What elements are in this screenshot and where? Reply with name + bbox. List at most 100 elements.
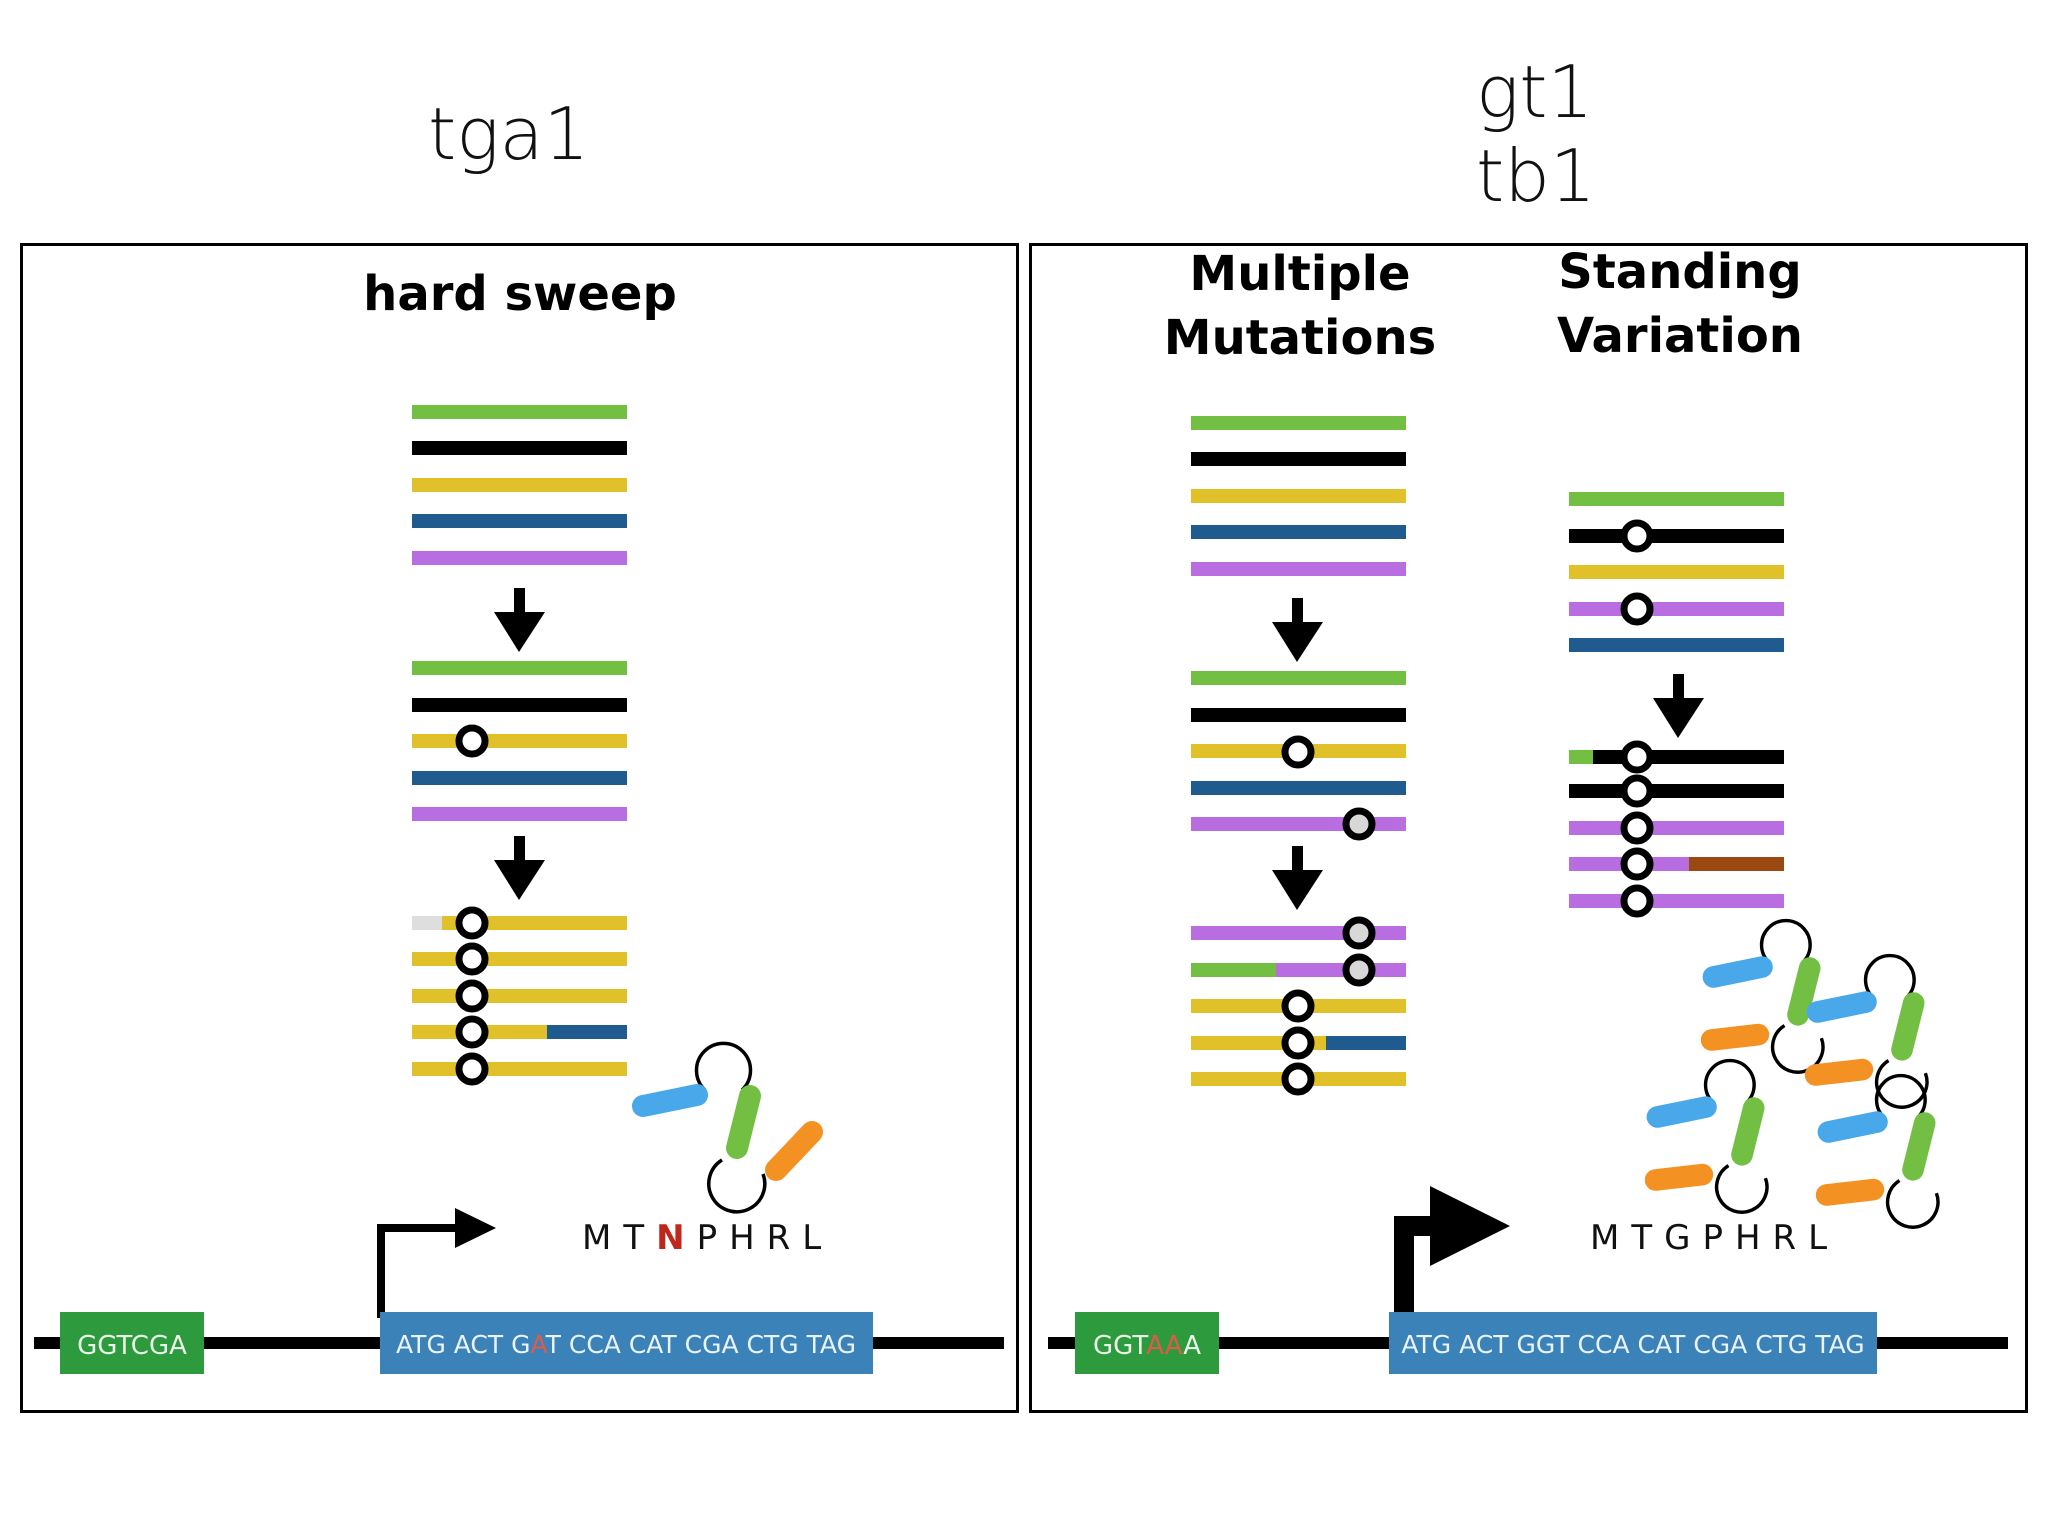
haplotype-yellow [412, 1062, 627, 1076]
coding-box-left [380, 1312, 873, 1374]
transcription-factor-icon [632, 1041, 823, 1214]
transcription-factor-icon [1700, 918, 1825, 1074]
reg-right-mutation: AA [1146, 1331, 1183, 1361]
gene-label-tb1: tb1 [1476, 134, 1596, 218]
sv-haplotypes-initial [1569, 492, 1784, 652]
mm-haplotypes-swept [1191, 916, 1406, 1096]
haplotype-blue [1191, 525, 1406, 539]
coding-box-left-text: ATG ACT GAT CCA CAT CGA CTG TAG [396, 1330, 856, 1359]
haplotype-black [1569, 529, 1784, 543]
mm-haplotypes-initial [1191, 416, 1406, 576]
haplotype-yellow [442, 916, 627, 930]
reg-right-pre: GGT [1093, 1331, 1148, 1361]
mutation-marker-icon [1620, 774, 1654, 808]
haplotype-gray-segment [412, 916, 442, 930]
haplotype-purple [1569, 821, 1784, 835]
gene-label-tga1: tga1 [428, 92, 590, 176]
mutation-marker-icon [1620, 847, 1654, 881]
mutation-marker-icon [455, 724, 489, 758]
haplotype-green [1191, 416, 1406, 430]
haplotype-green-segment [1569, 750, 1593, 764]
haplotype-green-segment [1191, 963, 1276, 977]
haplotype-green [1191, 671, 1406, 685]
haplotype-yellow [1569, 565, 1784, 579]
mutation-marker-icon [1620, 884, 1654, 918]
regulatory-box-right [1075, 1312, 1219, 1374]
left-haplotypes-swept [412, 906, 627, 1086]
mutation-marker-icon [1281, 735, 1315, 769]
haplotype-green [412, 405, 627, 419]
mutation-marker-icon [1281, 1026, 1315, 1060]
haplotype-yellow [412, 734, 627, 748]
gene-label-gt1: gt1 [1476, 50, 1594, 134]
haplotype-yellow [412, 989, 627, 1003]
haplotype-black [1569, 784, 1784, 798]
transcription-start-arrow-icon [377, 1208, 496, 1318]
coding-box-right-text: ATG ACT GGT CCA CAT CGA CTG TAG [1401, 1330, 1864, 1359]
haplotype-yellow [412, 478, 627, 492]
haplotype-purple [1569, 894, 1784, 908]
mutation-marker-gray-icon [1342, 953, 1376, 987]
down-arrow-icon [1272, 846, 1323, 910]
down-arrow-icon [1653, 674, 1704, 738]
mutation-marker-gray-icon [1342, 916, 1376, 950]
haplotype-black [412, 441, 627, 455]
mutation-marker-icon [455, 906, 489, 940]
left-haplotypes-new-mutation [412, 661, 627, 821]
regulatory-box-left [60, 1312, 204, 1374]
transcription-factor-icon [1815, 1073, 1940, 1229]
haplotype-yellow [1191, 489, 1406, 503]
haplotype-black [412, 698, 627, 712]
haplotype-green [1569, 492, 1784, 506]
down-arrow-icon [494, 836, 545, 900]
mm-haplotypes-new-mutations [1191, 671, 1406, 841]
protein-sequence-left: MTNPHRL [582, 1218, 833, 1258]
haplotype-black [1191, 708, 1406, 722]
haplotype-black [1191, 452, 1406, 466]
regulatory-box-right-text: GGTAAA [1093, 1331, 1201, 1361]
mutation-marker-icon [1281, 1062, 1315, 1096]
heading-standing-variation: Standing Variation [1557, 244, 1803, 364]
mutation-marker-icon [1620, 811, 1654, 845]
haplotype-blue-segment [547, 1025, 627, 1039]
haplotype-blue [1569, 638, 1784, 652]
haplotype-purple [1276, 963, 1406, 977]
right-panel-frame [1029, 243, 2028, 1413]
sv-haplotypes-swept [1569, 740, 1784, 918]
down-arrow-icon [1272, 598, 1323, 662]
down-arrow-icon [494, 588, 545, 652]
mutation-marker-gray-icon [1342, 807, 1376, 841]
mutation-marker-icon [1620, 592, 1654, 626]
haplotype-green [412, 661, 627, 675]
transcription-factor-icon [1804, 953, 1929, 1109]
coding-box-right [1389, 1312, 1877, 1374]
haplotype-purple [412, 551, 627, 565]
protein-left-post: PHRL [696, 1218, 834, 1258]
coding-left-pre: ATG ACT G [396, 1330, 530, 1359]
haplotype-purple [1191, 562, 1406, 576]
mutation-marker-icon [1281, 989, 1315, 1023]
heading-multiple-mutations: Multiple Mutations [1163, 246, 1437, 366]
left-haplotypes-initial [412, 405, 627, 565]
mutation-marker-icon [1620, 519, 1654, 553]
transcription-factor-icon [1644, 1058, 1769, 1214]
mutation-marker-icon [455, 1015, 489, 1049]
mutation-marker-icon [455, 942, 489, 976]
reg-right-post: A [1183, 1331, 1201, 1361]
haplotype-blue [412, 514, 627, 528]
mutation-marker-icon [455, 1052, 489, 1086]
mutation-marker-icon [455, 979, 489, 1013]
protein-sequence-right: MTGPHRL [1590, 1218, 1840, 1258]
regulatory-box-left-text: GGTCGA [77, 1331, 187, 1361]
haplotype-purple [1569, 602, 1784, 616]
coding-left-post: T CCA CAT CGA CTG TAG [545, 1330, 856, 1359]
protein-left-pre: MT [582, 1218, 657, 1258]
haplotype-yellow [412, 952, 627, 966]
protein-left-mutation: N [656, 1218, 697, 1258]
mutation-marker-icon [1620, 740, 1654, 774]
haplotype-blue [1191, 781, 1406, 795]
haplotype-blue [412, 771, 627, 785]
coding-left-mutation: A [530, 1330, 547, 1359]
haplotype-brown-segment [1689, 857, 1784, 871]
